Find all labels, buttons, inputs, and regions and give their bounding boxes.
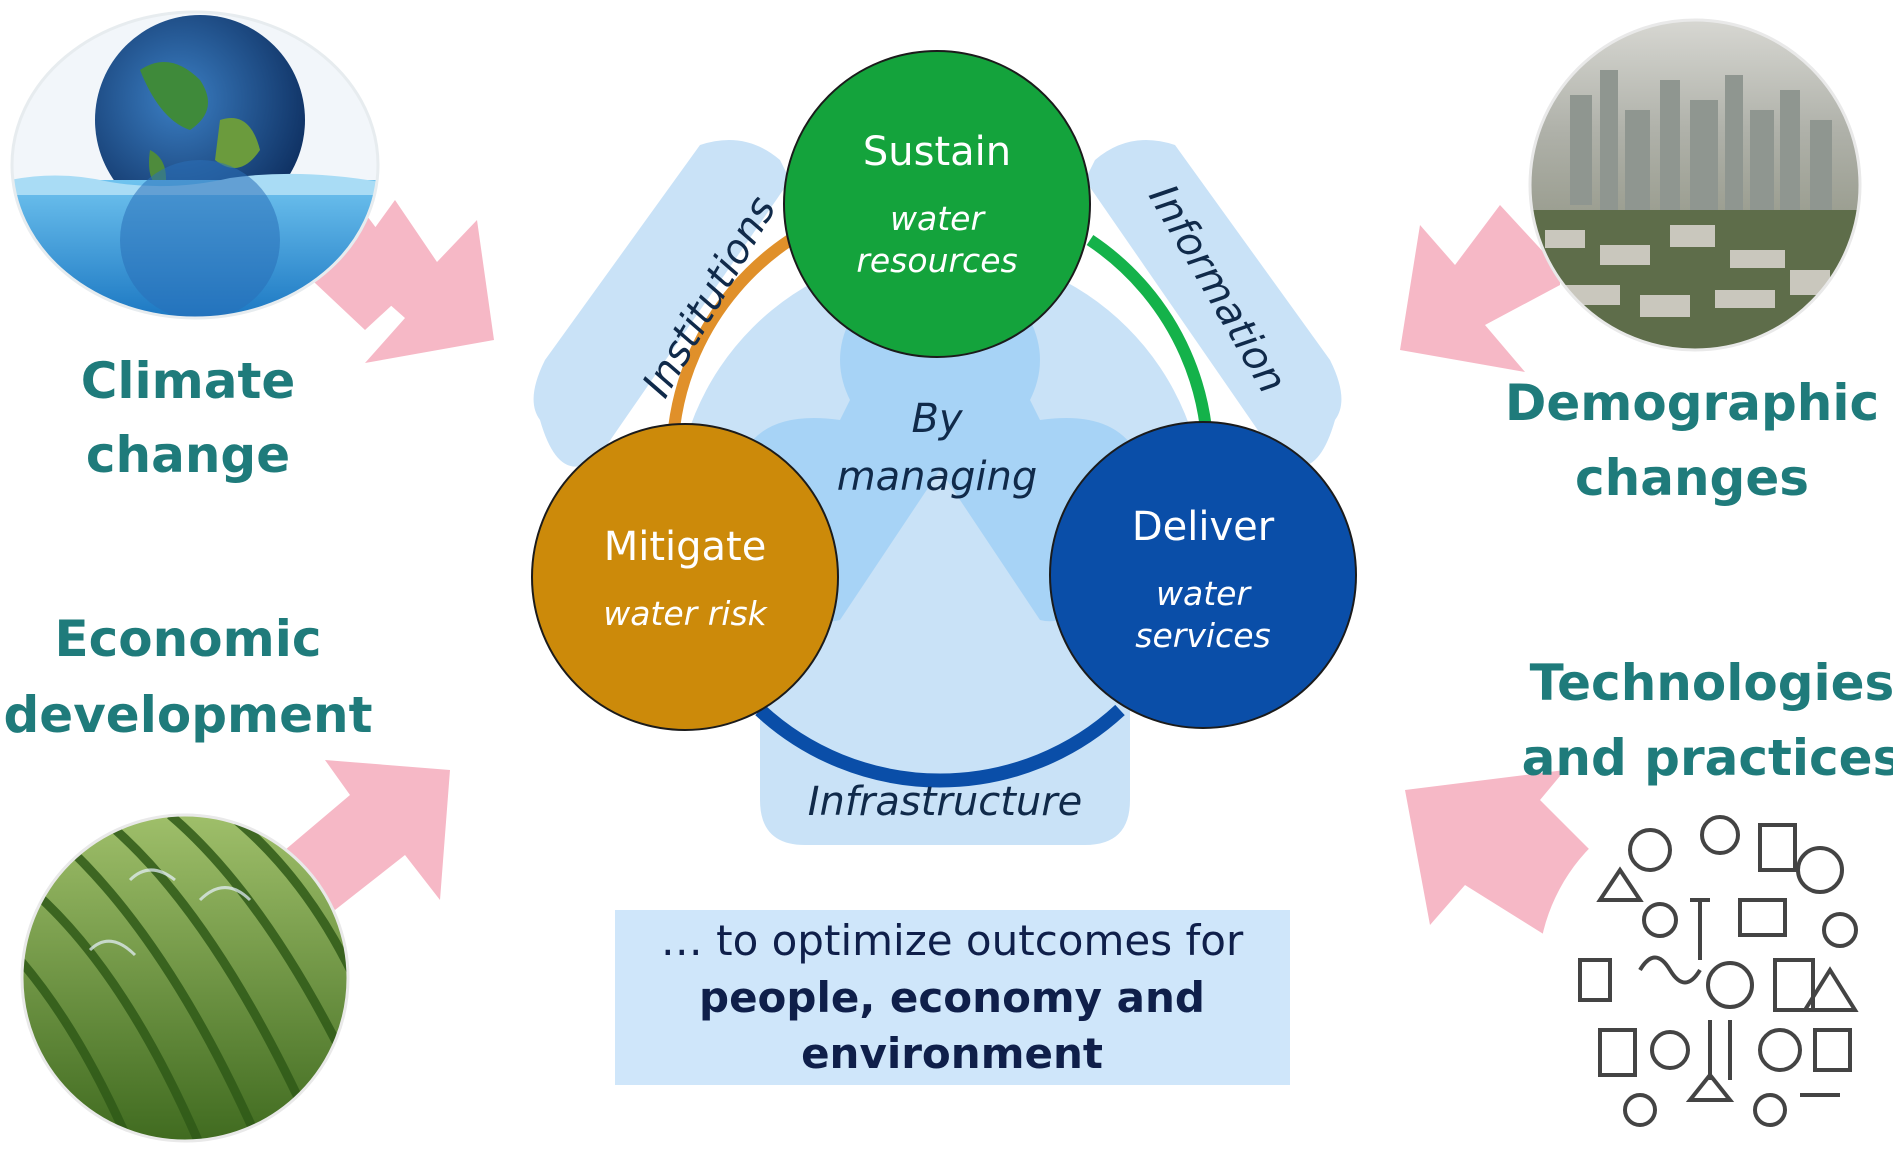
mitigate-title: Mitigate [604,524,767,570]
mitigate-circle: Mitigate water risk [531,423,839,731]
deliver-sub1: water [1156,574,1252,613]
center-overlap-shape [745,310,1135,622]
outcome-line3: environment [801,1029,1103,1078]
information-lobe [1085,140,1342,467]
climate-line2: change [86,426,290,484]
center-line2: managing [837,454,1038,500]
outcome-line1: … to optimize outcomes for [661,916,1244,965]
earth-in-water-photo [12,12,378,318]
demographic-changes-label: Demographic changes [1505,374,1879,507]
deliver-title: Deliver [1132,504,1275,550]
deliver-circle: Deliver water services [1049,421,1357,729]
economic-line2: development [4,686,373,744]
technologies-line2: and practices [1522,729,1893,787]
demographic-arrow [1400,205,1560,372]
economic-development-label: Economic development [4,610,373,744]
science-icons-collage [1538,793,1893,1151]
center-line1: By [911,396,963,442]
technologies-practices-label: Technologies and practices [1522,654,1893,787]
sustain-title: Sustain [863,129,1011,175]
city-skyline-photo [1530,20,1860,350]
economic-arrow [285,760,450,910]
infrastructure-arc [755,704,1125,788]
sustain-circle: Sustain water resources [783,50,1091,358]
mitigate-sub1: water risk [603,594,768,633]
deliver-sub2: services [1135,616,1270,655]
infrastructure-label: Infrastructure [808,779,1083,825]
demographic-line2: changes [1575,449,1809,507]
sustain-sub2: resources [856,241,1017,280]
demographic-line1: Demographic [1505,374,1879,432]
sustain-sub1: water [890,199,986,238]
outcome-box: … to optimize outcomes for people, econo… [615,910,1290,1085]
economic-line1: Economic [55,610,322,668]
institutions-lobe [533,140,790,467]
technologies-line1: Technologies [1530,654,1893,712]
climate-change-label: Climate change [81,352,296,484]
climate-line1: Climate [81,352,296,410]
technologies-arrow [1405,770,1600,935]
outcome-line2: people, economy and [699,973,1205,1022]
